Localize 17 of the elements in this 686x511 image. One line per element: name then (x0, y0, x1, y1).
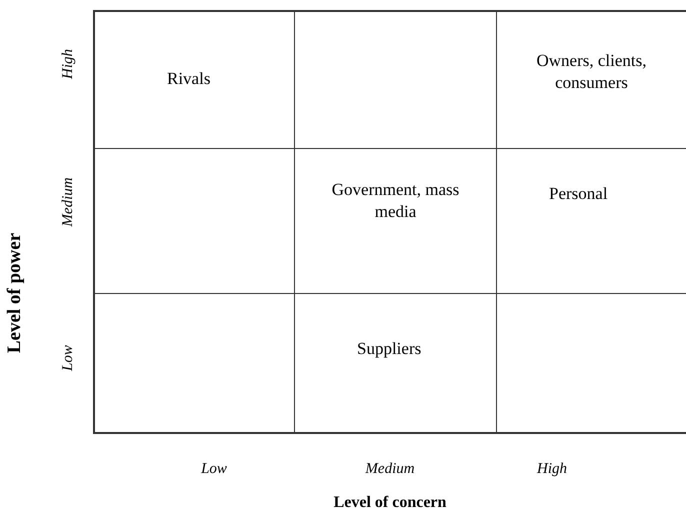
matrix-cell (295, 149, 497, 294)
cell-text: Government, mass media (330, 179, 460, 223)
cell-text: Personal (549, 183, 608, 205)
cell-text: Suppliers (357, 338, 422, 360)
axis-tick-label: Low (58, 345, 77, 371)
axis-tick-label: Medium (365, 460, 415, 479)
cell-text: Rivals (167, 68, 210, 90)
matrix-cell (295, 294, 497, 434)
axis-tick-label: High (58, 49, 77, 79)
matrix-cell (497, 10, 686, 149)
axis-tick-label: Low (201, 460, 227, 479)
cell-text: Owners, clients, consumers (536, 50, 646, 94)
axis-tick-label: Medium (58, 177, 77, 227)
axis-tick-label: High (537, 460, 567, 479)
matrix-cell (93, 10, 295, 149)
axis-title: Level of power (2, 232, 26, 354)
axis-title: Level of concern (334, 493, 446, 511)
